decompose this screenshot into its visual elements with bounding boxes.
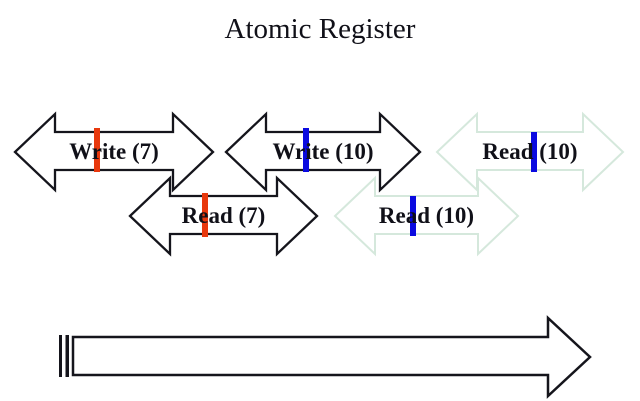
interval-label: Write (10) <box>272 139 374 164</box>
double-arrow-icon <box>128 175 319 257</box>
time-axis-arrow <box>55 313 600 401</box>
interval-label: Read (10) <box>378 203 475 228</box>
diagram-title: Atomic Register <box>224 13 416 45</box>
interval-label: Read (10) <box>482 139 578 164</box>
read-7-linearization-tick <box>202 193 208 237</box>
axis-start-bar-icon <box>65 335 69 377</box>
interval-label: Write (7) <box>69 139 159 164</box>
interval-arrow-write-10: Write (10) <box>224 111 422 193</box>
double-arrow-icon <box>333 175 520 257</box>
axis-start-bar-icon <box>59 335 62 377</box>
interval-arrow-write-7: Write (7) <box>13 111 215 193</box>
double-arrow-icon <box>13 111 215 193</box>
write-10-linearization-tick <box>303 128 309 172</box>
read-10-linearization-tick <box>410 196 416 236</box>
interval-arrow-read-10-second: Read (10) <box>333 175 520 257</box>
interval-label: Read (7) <box>181 203 266 228</box>
write-7-linearization-tick <box>94 128 100 172</box>
read-10-linearization-tick <box>531 132 537 172</box>
double-arrow-icon <box>224 111 422 193</box>
interval-arrow-read-7: Read (7) <box>128 175 319 257</box>
right-arrow-icon <box>59 315 592 399</box>
